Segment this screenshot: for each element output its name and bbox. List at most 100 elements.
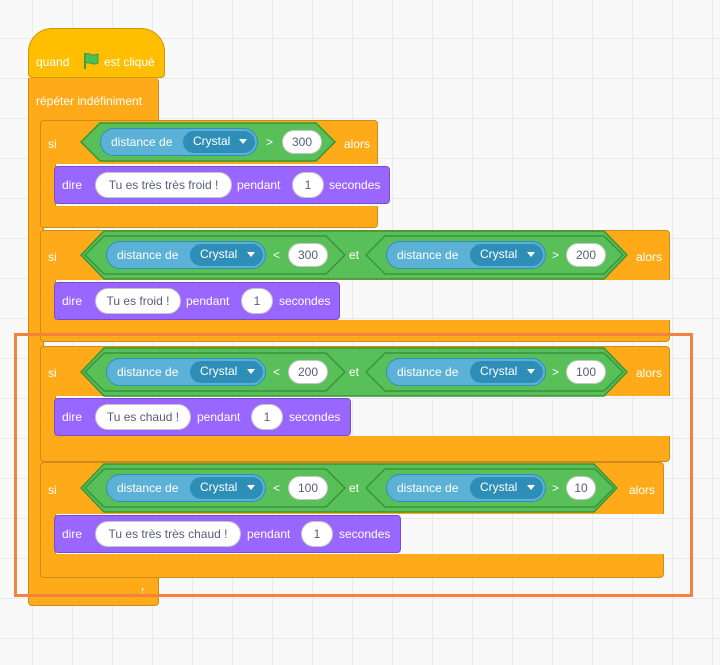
operator-symbol: < xyxy=(273,365,281,379)
distance-to-sensor[interactable]: distance de Crystal xyxy=(386,241,546,269)
sprite-dropdown[interactable]: Crystal xyxy=(183,131,255,153)
forever-bottom-bar: ↑ xyxy=(28,578,159,606)
number-input[interactable]: 200 xyxy=(566,243,606,267)
say-for-secs-block[interactable]: dire Tu es chaud ! pendant 1 secondes xyxy=(54,398,351,436)
for-label: pendant xyxy=(197,410,241,424)
distance-to-sensor[interactable]: distance de Crystal xyxy=(100,128,258,156)
if-label: si xyxy=(48,250,57,264)
and-label: et xyxy=(349,481,360,495)
operator-symbol: > xyxy=(552,481,560,495)
sprite-dropdown[interactable]: Crystal xyxy=(190,361,263,383)
distance-to-sensor[interactable]: distance de Crystal xyxy=(386,474,546,502)
seconds-input[interactable]: 1 xyxy=(301,521,333,547)
chevron-down-icon xyxy=(527,369,535,374)
comparison-less-than[interactable]: distance de Crystal < 300 xyxy=(84,235,346,275)
for-label: pendant xyxy=(237,178,281,192)
message-input[interactable]: Tu es froid ! xyxy=(95,288,181,314)
if-label: si xyxy=(48,366,57,380)
operator-symbol: < xyxy=(273,481,281,495)
distance-label: distance de xyxy=(111,135,173,149)
number-input[interactable]: 300 xyxy=(282,130,322,154)
operator-symbol: > xyxy=(266,135,274,149)
seconds-unit-label: secondes xyxy=(329,178,381,192)
distance-to-sensor[interactable]: distance de Crystal xyxy=(106,474,266,502)
sprite-dropdown[interactable]: Crystal xyxy=(190,477,263,499)
seconds-input[interactable]: 1 xyxy=(241,288,273,314)
sprite-dropdown-value: Crystal xyxy=(200,364,238,378)
if-label: si xyxy=(48,137,57,151)
comparison-less-than[interactable]: distance de Crystal < 100 xyxy=(84,468,346,508)
for-label: pendant xyxy=(247,527,291,541)
and-label: et xyxy=(349,248,360,262)
number-input[interactable]: 10 xyxy=(566,476,596,500)
sprite-dropdown-value: Crystal xyxy=(193,134,231,148)
sprite-dropdown-value: Crystal xyxy=(200,247,238,261)
seconds-unit-label: secondes xyxy=(339,527,391,541)
then-label: alors xyxy=(344,137,371,151)
sprite-dropdown[interactable]: Crystal xyxy=(190,244,263,266)
distance-label: distance de xyxy=(117,481,179,495)
sprite-dropdown[interactable]: Crystal xyxy=(470,244,543,266)
chevron-down-icon xyxy=(247,252,255,257)
distance-to-sensor[interactable]: distance de Crystal xyxy=(386,358,546,386)
seconds-input[interactable]: 1 xyxy=(251,404,283,430)
chevron-down-icon xyxy=(527,252,535,257)
chevron-down-icon xyxy=(247,485,255,490)
sprite-dropdown-value: Crystal xyxy=(480,480,518,494)
if-block-1-bottom xyxy=(40,206,378,228)
number-input[interactable]: 100 xyxy=(566,360,606,384)
green-flag-icon xyxy=(84,53,99,69)
sprite-dropdown-value: Crystal xyxy=(200,480,238,494)
then-label: alors xyxy=(636,366,663,380)
number-input[interactable]: 200 xyxy=(288,360,328,384)
when-flag-clicked-block[interactable]: quand est cliqué xyxy=(28,28,165,78)
hat-clicked-label: est cliqué xyxy=(104,55,155,69)
comparison-greater-than[interactable]: distance de Crystal > 300 xyxy=(80,122,336,162)
message-input[interactable]: Tu es très très chaud ! xyxy=(95,521,241,547)
forever-label: répéter indéfiniment xyxy=(36,94,143,108)
comparison-greater-than[interactable]: distance de Crystal > 100 xyxy=(365,352,624,392)
and-label: et xyxy=(349,365,360,379)
then-label: alors xyxy=(636,250,663,264)
for-label: pendant xyxy=(186,294,230,308)
comparison-less-than[interactable]: distance de Crystal < 200 xyxy=(84,352,346,392)
sprite-dropdown[interactable]: Crystal xyxy=(470,361,543,383)
then-label: alors xyxy=(629,483,656,497)
say-verb-label: dire xyxy=(62,410,83,424)
chevron-down-icon xyxy=(527,485,535,490)
number-input[interactable]: 100 xyxy=(288,476,328,500)
distance-label: distance de xyxy=(397,248,459,262)
seconds-input[interactable]: 1 xyxy=(292,172,324,198)
if-block-2-bottom xyxy=(40,320,670,342)
distance-label: distance de xyxy=(117,248,179,262)
hat-when-label: quand xyxy=(36,55,70,69)
comparison-greater-than[interactable]: distance de Crystal > 10 xyxy=(365,468,615,508)
say-for-secs-block[interactable]: dire Tu es froid ! pendant 1 secondes xyxy=(54,282,340,320)
operator-symbol: < xyxy=(273,248,281,262)
message-input[interactable]: Tu es chaud ! xyxy=(95,404,191,430)
sprite-dropdown-value: Crystal xyxy=(480,247,518,261)
seconds-unit-label: secondes xyxy=(289,410,341,424)
comparison-greater-than[interactable]: distance de Crystal > 200 xyxy=(365,235,624,275)
sprite-dropdown[interactable]: Crystal xyxy=(470,477,543,499)
say-verb-label: dire xyxy=(62,178,83,192)
operator-symbol: > xyxy=(552,365,560,379)
sprite-dropdown-value: Crystal xyxy=(480,364,518,378)
if-block-4-bottom xyxy=(40,554,664,578)
say-for-secs-block[interactable]: dire Tu es très très chaud ! pendant 1 s… xyxy=(54,515,401,553)
seconds-unit-label: secondes xyxy=(279,294,331,308)
distance-label: distance de xyxy=(397,365,459,379)
number-input[interactable]: 300 xyxy=(288,243,328,267)
if-label: si xyxy=(48,483,57,497)
distance-label: distance de xyxy=(397,481,459,495)
say-verb-label: dire xyxy=(62,527,83,541)
say-for-secs-block[interactable]: dire Tu es très très froid ! pendant 1 s… xyxy=(54,166,390,204)
message-input[interactable]: Tu es très très froid ! xyxy=(95,172,232,198)
distance-to-sensor[interactable]: distance de Crystal xyxy=(106,358,266,386)
chevron-down-icon xyxy=(247,369,255,374)
chevron-down-icon xyxy=(239,139,247,144)
forever-block[interactable]: répéter indéfiniment xyxy=(28,78,159,120)
operator-symbol: > xyxy=(552,248,560,262)
distance-to-sensor[interactable]: distance de Crystal xyxy=(106,241,266,269)
say-verb-label: dire xyxy=(62,294,83,308)
